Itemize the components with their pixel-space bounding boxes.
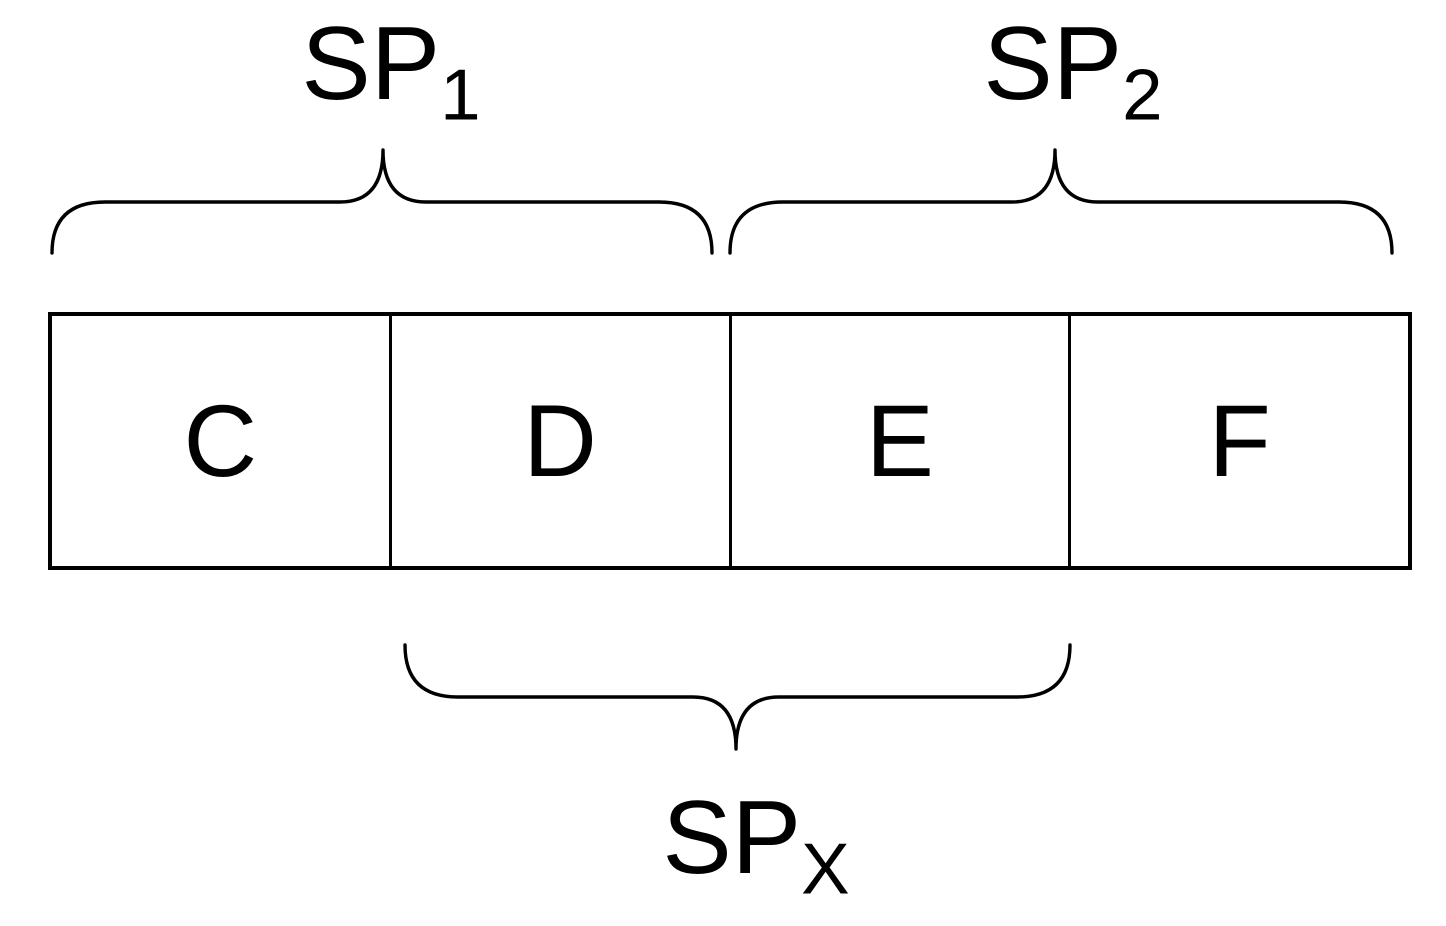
label-sp1-base: SP <box>301 6 441 122</box>
label-sp1: SP1 <box>301 12 480 132</box>
label-spx-base: SP <box>662 780 802 896</box>
label-sp2-subscript: 2 <box>1122 54 1163 136</box>
cell-d: D <box>388 316 729 566</box>
label-spx: SPX <box>662 786 849 906</box>
brace-sp2-icon <box>728 148 1394 255</box>
cell-d-label: D <box>523 384 597 498</box>
cell-e-label: E <box>865 384 934 498</box>
brace-sp1-icon <box>50 148 714 255</box>
label-sp2-base: SP <box>983 6 1123 122</box>
label-sp2: SP2 <box>983 12 1162 132</box>
brace-spx-icon <box>403 643 1072 751</box>
label-spx-subscript: X <box>801 828 850 910</box>
cell-c-label: C <box>183 384 258 498</box>
cell-c: C <box>52 316 389 566</box>
label-sp1-subscript: 1 <box>440 54 481 136</box>
cell-f: F <box>1068 316 1408 566</box>
cell-e: E <box>728 316 1069 566</box>
cell-f-label: F <box>1208 384 1271 498</box>
cell-row: C D E F <box>48 312 1412 570</box>
